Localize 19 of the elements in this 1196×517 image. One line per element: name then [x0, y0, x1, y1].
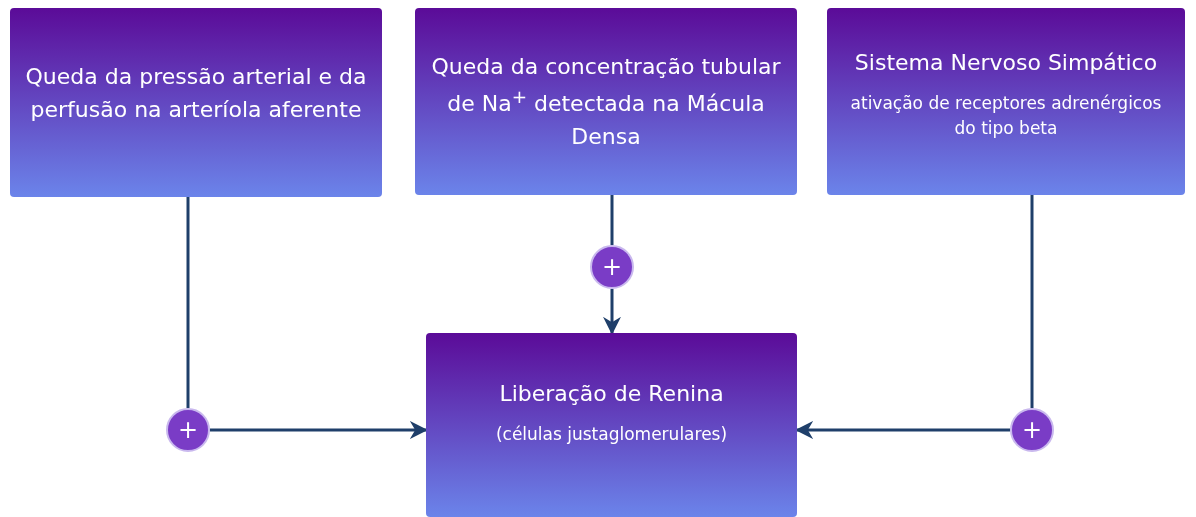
box-title: Sistema Nervoso Simpático: [854, 49, 1158, 77]
connector-line: [610, 195, 614, 245]
plus-circle: +: [1010, 408, 1054, 452]
connector-line: [186, 197, 190, 408]
box-title: Queda da pressão arterial e da perfusão na arteríola aferente: [24, 63, 368, 124]
plus-circle: +: [590, 245, 634, 289]
process-box: [426, 333, 797, 517]
box-title: Queda da concentração tubular de Na$^{+}$ detectada na Mácula Densa: [430, 53, 782, 152]
process-box: [415, 8, 797, 195]
process-box: [10, 8, 382, 197]
connector-line: [795, 421, 1010, 439]
box-title: Liberação de Renina: [499, 380, 724, 408]
box-note: (células justaglomerulares): [495, 423, 728, 446]
process-box: [827, 8, 1185, 195]
plus-circle: +: [166, 408, 210, 452]
connector-line: [1030, 195, 1034, 408]
box-note: ativação de receptores adrenérgicos do tipo beta: [849, 92, 1163, 140]
connector-line: [210, 421, 428, 439]
connector-line: [603, 289, 621, 335]
